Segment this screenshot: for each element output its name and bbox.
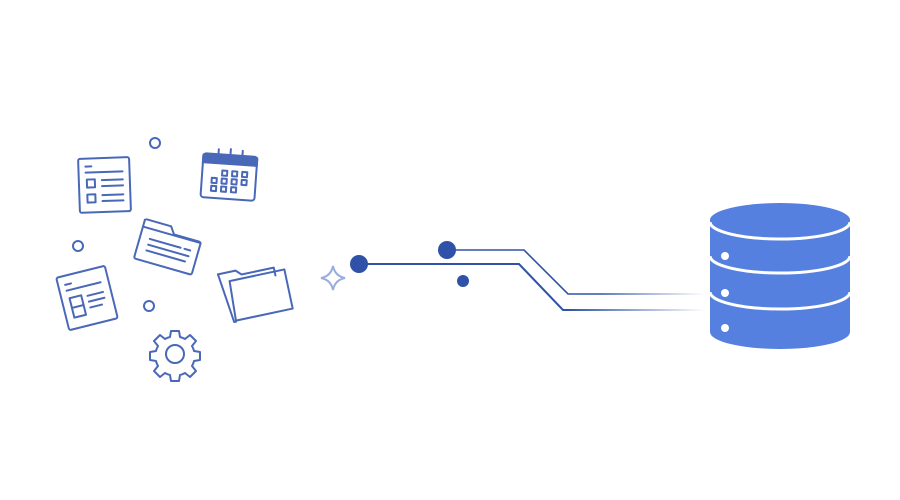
database-led [721, 324, 729, 332]
decor-circle-icon [72, 240, 84, 252]
open-folder-icon [216, 266, 294, 324]
sparkle-icon [320, 265, 346, 291]
connector-node [350, 255, 368, 273]
database-led [721, 289, 729, 297]
connector-node [457, 275, 469, 287]
document-icon [77, 156, 132, 214]
folder-icon [133, 218, 202, 276]
decor-circle-icon [143, 300, 155, 312]
database-led [721, 252, 729, 260]
connector-node [438, 241, 456, 259]
connector-line-2 [447, 249, 705, 295]
decor-circle-icon [149, 137, 161, 149]
calendar-icon [199, 148, 259, 202]
database-icon [708, 203, 852, 349]
connector-line-1 [359, 263, 705, 311]
form-document-icon [55, 265, 119, 331]
gear-icon [149, 330, 201, 382]
connector-lines [350, 241, 705, 311]
